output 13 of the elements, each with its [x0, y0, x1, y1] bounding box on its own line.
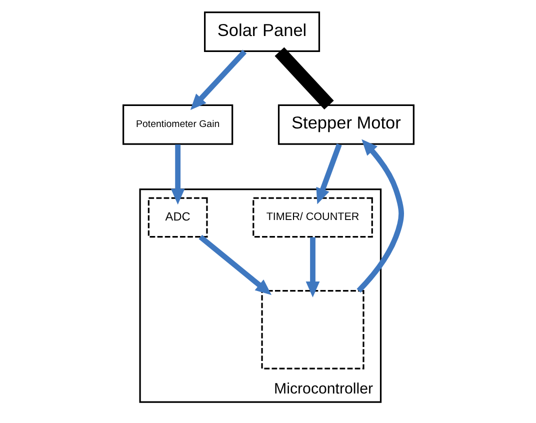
node-box: Potentiometer Gain	[122, 104, 233, 145]
node-box: ADC	[147, 197, 208, 238]
arrow	[190, 50, 246, 110]
node-box: Solar Panel	[204, 12, 320, 52]
arrow	[170, 144, 184, 205]
arrow	[305, 237, 320, 298]
arrow	[198, 234, 271, 295]
arrow	[356, 139, 404, 293]
connector	[274, 47, 334, 110]
node-box: TIMER/ COUNTER	[252, 197, 372, 238]
node-box	[260, 290, 364, 370]
arrow	[316, 144, 342, 204]
node-box: Stepper Motor	[277, 104, 414, 145]
